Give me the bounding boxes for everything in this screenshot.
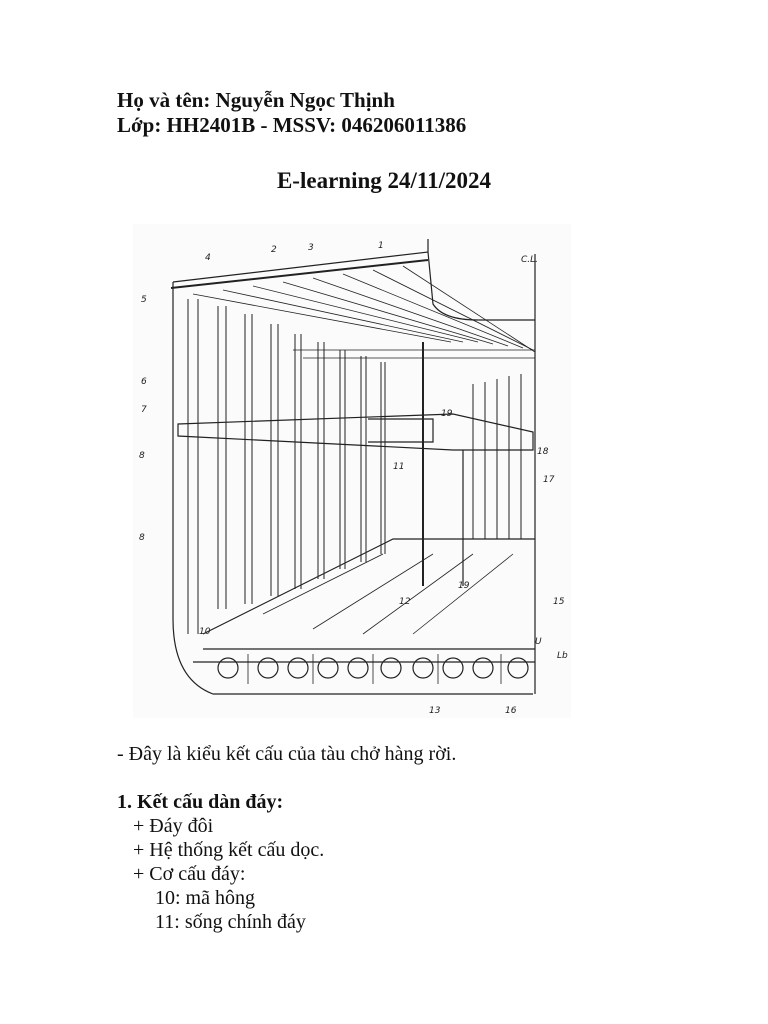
label-7: 7	[141, 405, 147, 415]
label-17: 17	[543, 475, 555, 485]
student-name-line: Họ và tên: Nguyễn Ngọc Thịnh	[117, 88, 395, 112]
sub-list-item: 11: sống chính đáy	[155, 911, 306, 933]
deck-beams	[192, 265, 536, 359]
part-number-labels: 1 2 3 4 5 6 7 8 8 10 11 12 13 15 16 17 1…	[139, 241, 568, 716]
label-5: 5	[141, 295, 147, 305]
label-1: 1	[378, 241, 384, 251]
label-19-lower: 19	[458, 581, 470, 591]
tween-deck	[177, 342, 534, 586]
label-10: 10	[199, 627, 211, 637]
tank-top	[193, 538, 535, 663]
label-2: 2	[271, 245, 277, 255]
list-item: + Đáy đôi	[133, 815, 214, 837]
intro-text: - Đây là kiểu kết cấu của tàu chở hàng r…	[117, 743, 457, 765]
side-frames	[187, 299, 522, 634]
page-title: E-learning 24/11/2024	[276, 168, 492, 193]
hull-outline	[170, 239, 536, 695]
label-12: 12	[399, 597, 411, 607]
sub-list-item: 10: mã hông	[155, 887, 255, 909]
label-6: 6	[141, 377, 147, 387]
label-3: 3	[308, 243, 314, 253]
label-11: 11	[393, 462, 404, 472]
label-8-upper: 8	[139, 451, 145, 461]
label-CL: C.L.	[521, 255, 538, 265]
label-18: 18	[537, 447, 549, 457]
label-8-lower: 8	[139, 533, 145, 543]
class-id-line: Lớp: HH2401B - MSSV: 046206011386	[117, 113, 467, 137]
label-16: 16	[505, 706, 517, 716]
label-13: 13	[429, 706, 441, 716]
label-19-upper: 19	[441, 409, 453, 419]
label-15: 15	[553, 597, 565, 607]
label-U: U	[535, 637, 542, 647]
section-1-heading: 1. Kết cấu dàn đáy:	[117, 791, 284, 813]
label-4: 4	[205, 253, 211, 263]
label-Lb: Lb	[557, 651, 568, 661]
double-bottom-holes	[217, 654, 529, 684]
ship-structure-diagram: 1 2 3 4 5 6 7 8 8 10 11 12 13 15 16 17 1…	[133, 224, 571, 718]
list-item: + Hệ thống kết cấu dọc.	[133, 839, 325, 861]
list-item: + Cơ cấu đáy:	[133, 863, 246, 885]
